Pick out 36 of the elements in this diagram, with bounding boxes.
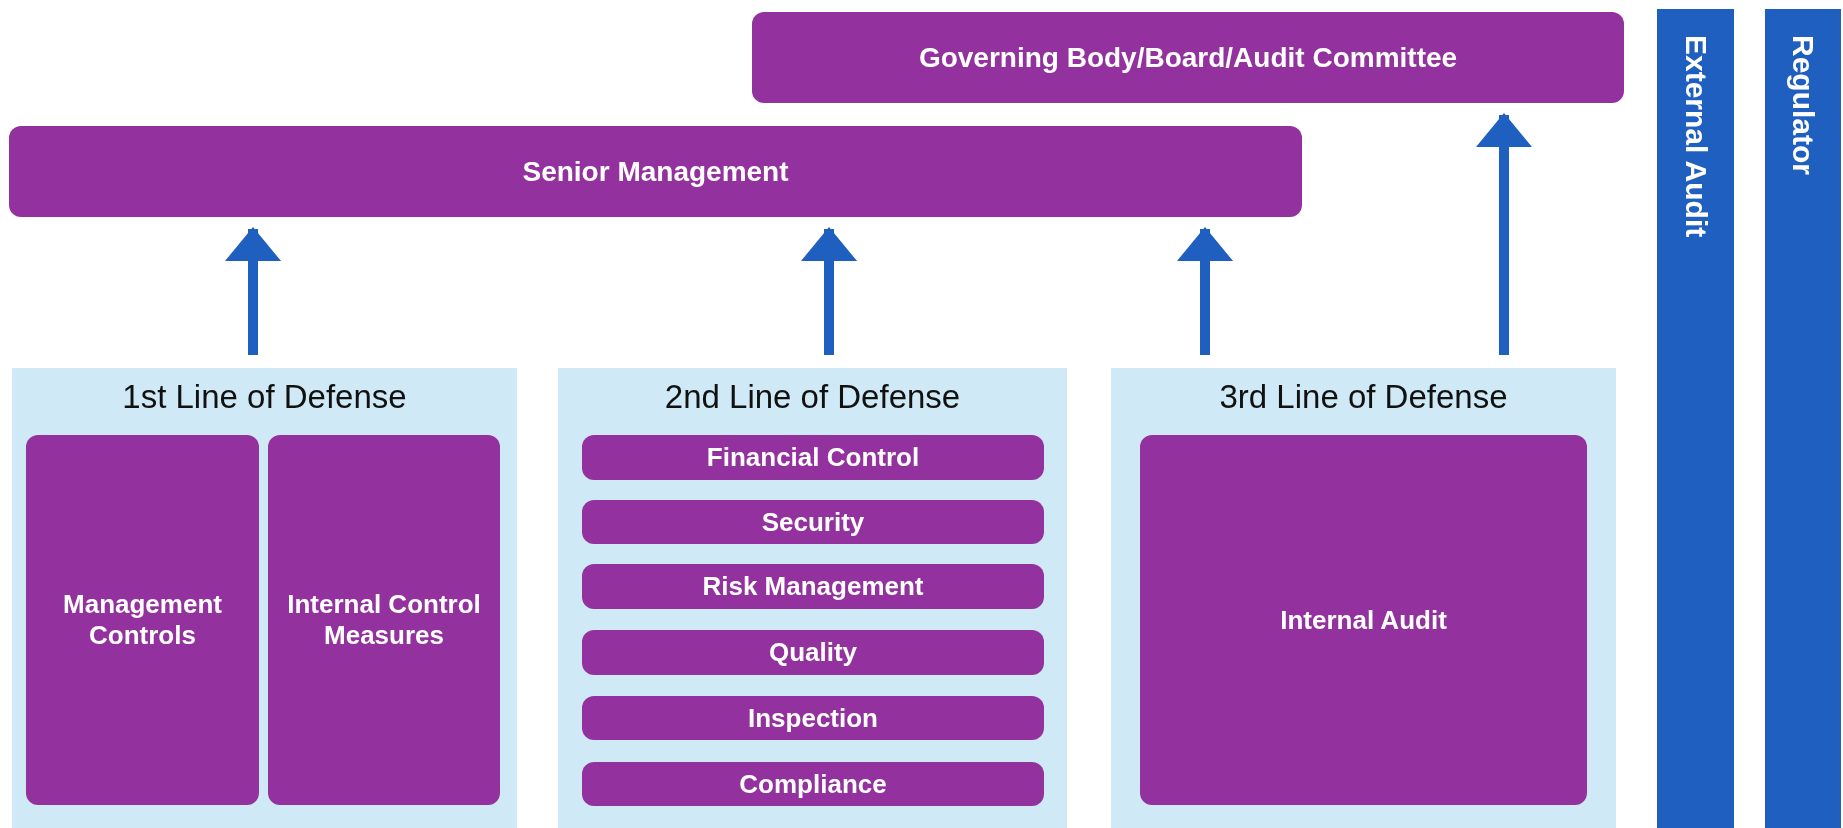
box-label: Internal Control Measures [286,589,482,651]
audit-box [1140,435,1587,805]
control-box [268,435,500,805]
function-box [582,564,1044,609]
function-box [582,435,1044,480]
function-box [582,500,1044,544]
box-label: Quality [767,637,859,668]
box-label: Financial Control [705,442,921,473]
defense-line-panel [12,368,517,828]
box-label: External Audit [1678,35,1714,238]
defense-line-panel [1111,368,1616,828]
box-label: Inspection [747,702,879,734]
function-box [582,630,1044,675]
senior-management-box [9,126,1302,217]
function-box [582,696,1044,740]
regulator-bar [1765,9,1841,828]
governing-body-box [752,12,1624,103]
box-label: Risk Management [701,571,925,602]
arrow [1177,227,1233,355]
external-audit-bar [1657,9,1734,828]
box-label: Regulator [1786,35,1821,175]
arrow [1476,113,1532,355]
panel-heading: 2nd Line of Defense [663,378,962,416]
box-label: Internal Audit [1279,604,1448,636]
arrow [225,227,281,355]
arrow [801,227,857,355]
box-label: Governing Body/Board/Audit Committee [917,41,1459,74]
box-label: Management Controls [62,589,223,651]
box-label: Senior Management [521,155,790,188]
box-label: Compliance [738,768,888,800]
box-label: Security [760,506,866,538]
control-box [26,435,259,805]
panel-heading: 1st Line of Defense [121,378,408,416]
function-box [582,762,1044,806]
defense-line-panel [558,368,1067,828]
panel-heading: 3rd Line of Defense [1218,378,1509,416]
